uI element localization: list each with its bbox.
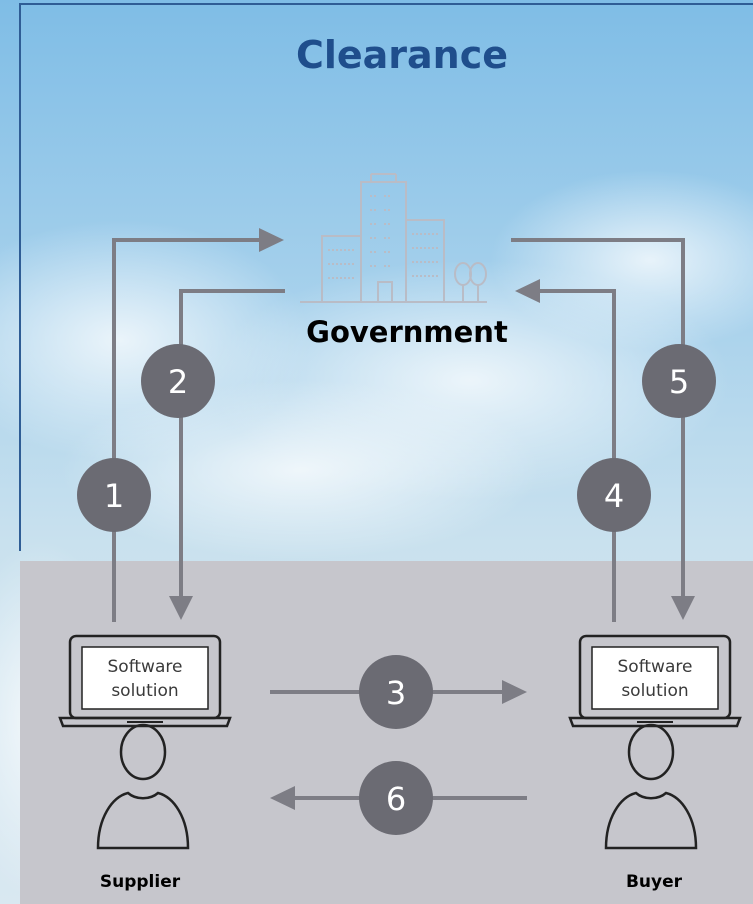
buyer-laptop-icon: [568, 634, 742, 728]
clearance-frame: [19, 3, 753, 551]
step-badge-1: 1: [77, 458, 151, 532]
step-badge-5: 5: [642, 344, 716, 418]
svg-text:1: 1: [104, 477, 124, 515]
arrowhead-step-4: [515, 279, 540, 303]
supplier-screen-line-2: solution: [111, 681, 178, 701]
bottom-panel: [20, 561, 753, 904]
arrow-step-2: [179, 289, 285, 598]
arrowhead-step-3: [502, 680, 527, 704]
svg-text:4: 4: [604, 477, 624, 515]
arrowhead-step-2: [169, 596, 193, 620]
arrowhead-step-5: [671, 596, 695, 620]
supplier-person-icon: [96, 723, 190, 850]
arrowhead-step-6: [270, 786, 295, 810]
svg-text:2: 2: [168, 363, 188, 401]
supplier-label: Supplier: [100, 872, 181, 892]
government-label: Government: [306, 315, 508, 349]
government-building-icon: [300, 173, 487, 303]
supplier-screen-line-1: Software: [108, 657, 183, 677]
step-badge-3: 3: [359, 655, 433, 729]
svg-text:5: 5: [669, 363, 689, 401]
diagram-title: Clearance: [296, 33, 508, 77]
buyer-screen-line-1: Software: [618, 657, 693, 677]
buyer-label: Buyer: [626, 872, 683, 892]
svg-text:3: 3: [386, 674, 406, 712]
step-badge-2: 2: [141, 344, 215, 418]
step-badge-6: 6: [359, 761, 433, 835]
step-badge-4: 4: [577, 458, 651, 532]
arrowhead-step-1: [259, 228, 284, 252]
buyer-person-icon: [604, 723, 698, 850]
svg-text:6: 6: [386, 780, 406, 818]
arrow-step-5: [511, 238, 685, 598]
supplier-laptop-icon: [58, 634, 232, 728]
buyer-screen-line-2: solution: [621, 681, 688, 701]
